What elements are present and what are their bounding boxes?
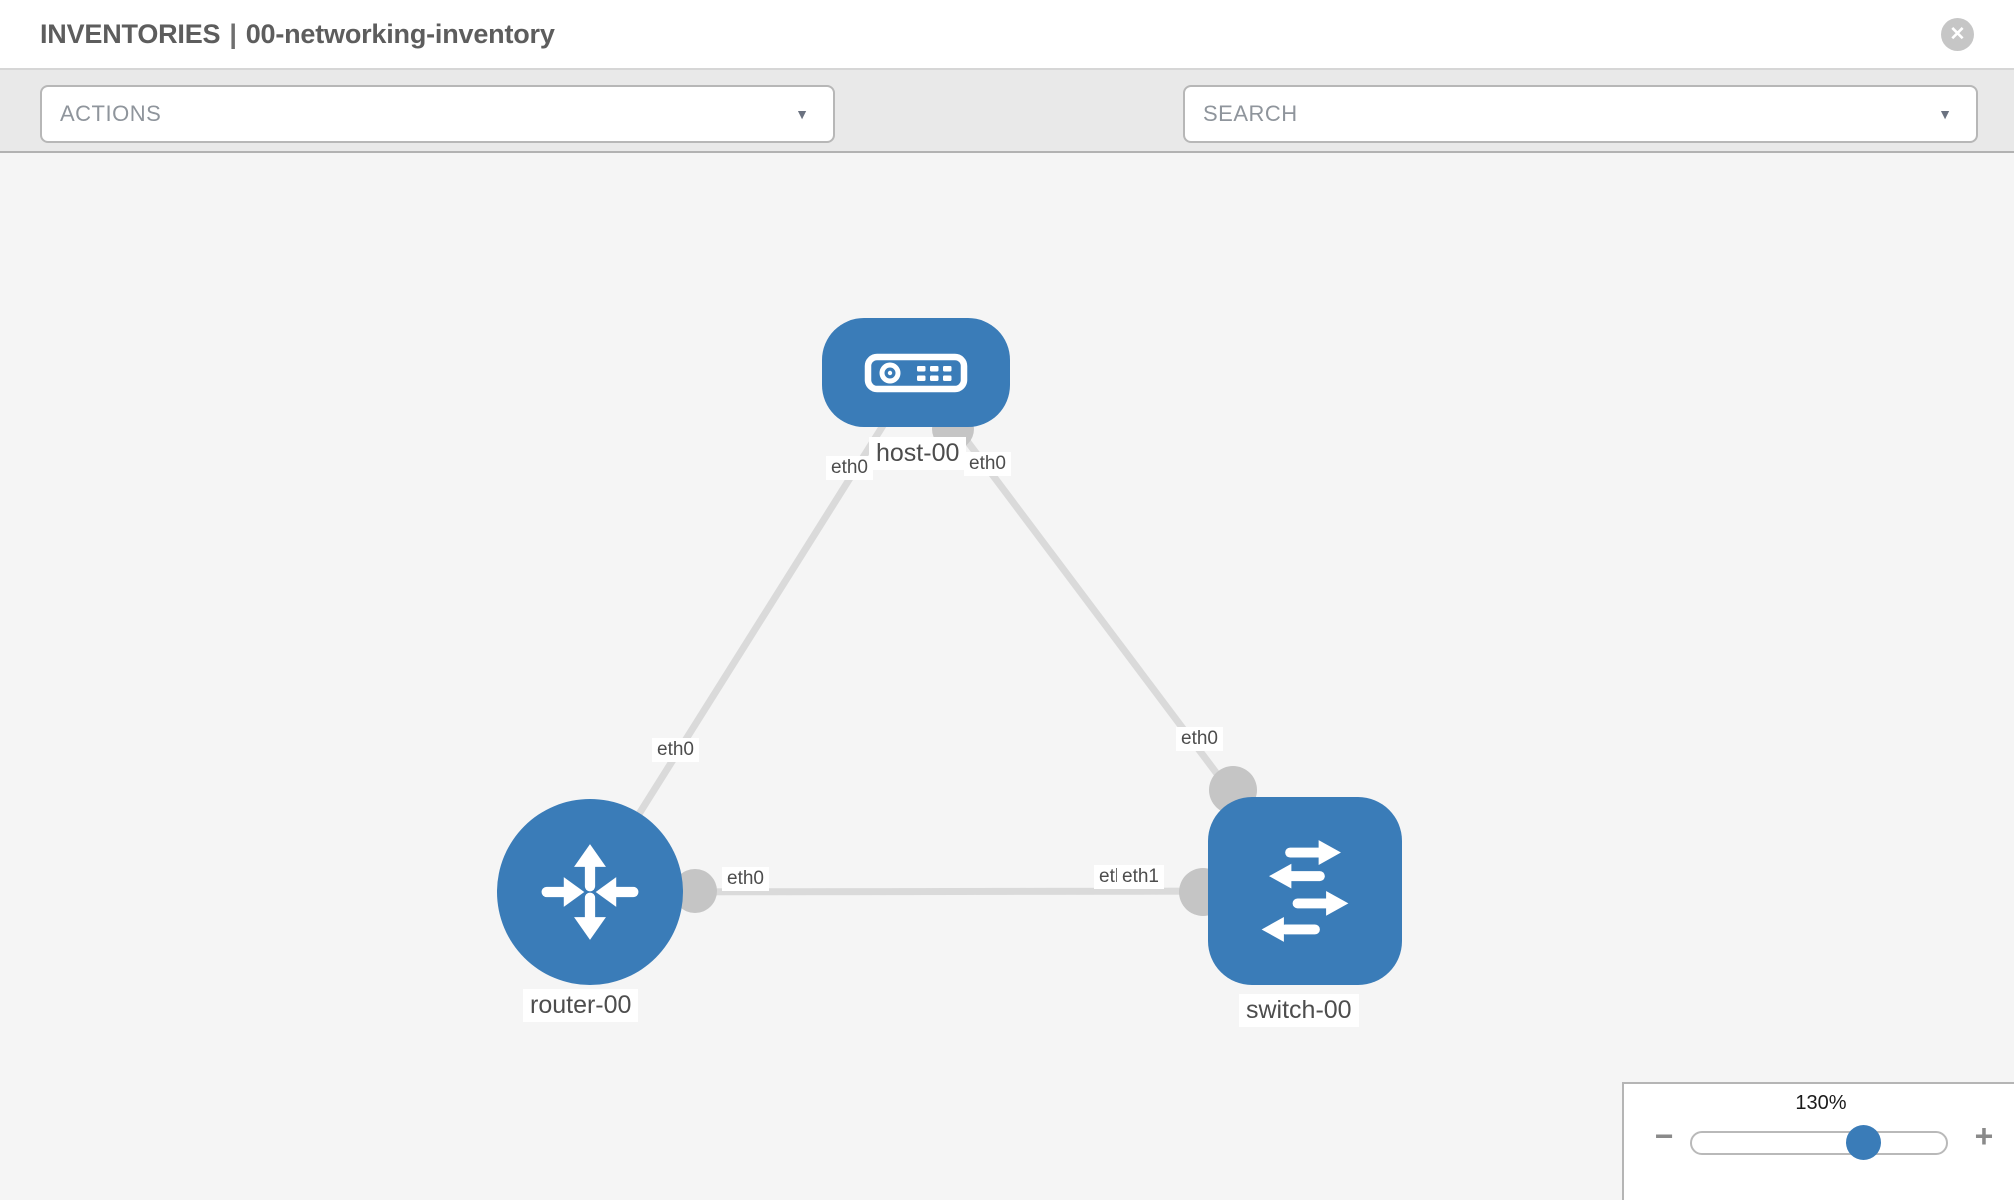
minus-icon: − [1654,1118,1674,1154]
interface-label-switch-eth1: eth1 [1117,865,1164,889]
topology-links-layer [587,370,1308,916]
zoom-in-button[interactable]: + [1968,1118,2000,1155]
close-icon: ✕ [1949,24,1966,45]
router-icon [541,844,639,940]
interface-label-host-eth0-left: eth0 [826,456,873,480]
chevron-down-icon: ▼ [1938,106,1952,122]
host-icon [864,353,968,392]
node-label-router-00: router-00 [523,989,639,1022]
interface-label-router-link-eth0: eth0 [652,738,699,762]
breadcrumb-section: INVENTORIES [40,19,221,49]
chevron-down-icon: ▼ [795,106,809,122]
zoom-out-button[interactable]: − [1648,1118,1680,1155]
zoom-slider-handle[interactable] [1846,1125,1881,1160]
inventory-name: 00-networking-inventory [245,19,555,49]
node-label-switch-00: switch-00 [1239,994,1359,1027]
topology-canvas[interactable]: eth0 host-00 eth0 eth0 eth0 eth0 eth1 et… [0,153,2014,1200]
zoom-control-panel: 130% − + [1622,1082,2014,1200]
zoom-slider-track[interactable] [1690,1131,1948,1155]
node-switch-00[interactable] [1208,797,1402,985]
search-dropdown[interactable]: SEARCH ▼ [1183,85,1978,143]
node-host-00[interactable] [822,318,1010,427]
node-router-00[interactable] [497,799,683,985]
interface-label-switch-link-eth0: eth0 [1176,727,1223,751]
close-button[interactable]: ✕ [1941,18,1974,51]
plus-icon: + [1974,1118,1994,1154]
page-header: INVENTORIES | 00-networking-inventory ✕ [0,0,2014,70]
actions-dropdown-label: ACTIONS [60,101,162,126]
page-title: INVENTORIES | 00-networking-inventory [0,0,2014,50]
actions-dropdown[interactable]: ACTIONS ▼ [40,85,835,143]
title-separator: | [229,19,237,49]
switch-icon [1261,840,1349,942]
interface-label-router-eth0: eth0 [722,867,769,891]
search-placeholder: SEARCH [1203,101,1298,126]
zoom-level-value: 130% [1795,1092,1847,1114]
toolbar: ACTIONS ▼ SEARCH ▼ [0,70,2014,202]
interface-label-host-eth0-right: eth0 [964,452,1011,476]
port-router-eth0 [673,869,717,913]
node-label-host-00: host-00 [869,437,967,470]
